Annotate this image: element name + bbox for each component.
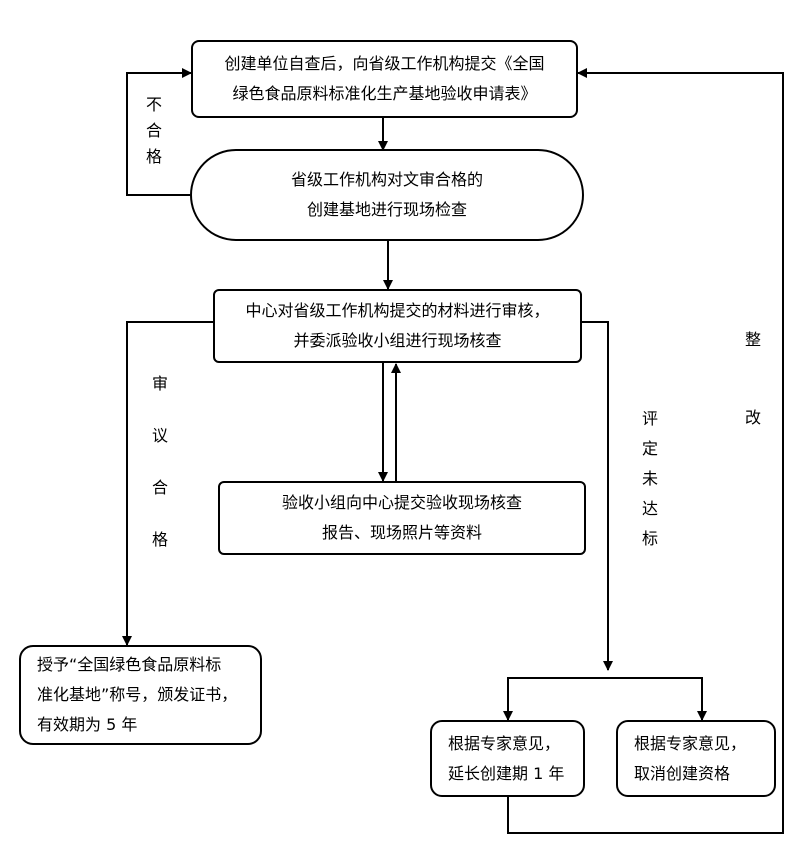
box-center-review: 中心对省级工作机构提交的材料进行审核， 并委派验收小组进行现场核查 <box>213 289 582 363</box>
arrow-review-passed <box>122 321 213 646</box>
award-line-2: 准化基地”称号，颁发证书， <box>37 685 238 704</box>
label-rectify: 整 改 <box>744 330 761 427</box>
box-cancel-qualification: 根据专家意见， 取消创建资格 <box>616 720 776 797</box>
arrow-not-up-to-standard <box>582 321 613 671</box>
box-provincial-inspection: 省级工作机构对文审合格的 创建基地进行现场检查 <box>191 150 583 240</box>
split-connector <box>507 677 707 721</box>
cancel-line-1: 根据专家意见， <box>634 733 747 753</box>
apply-line-2: 绿色食品原料标准化生产基地验收申请表》 <box>232 84 537 103</box>
review-line-1: 中心对省级工作机构提交的材料进行审核， <box>245 301 550 320</box>
apply-line-1: 创建单位自查后，向省级工作机构提交《全国 <box>224 54 545 73</box>
box-extend-period: 根据专家意见， 延长创建期 1 年 <box>430 720 585 797</box>
review-line-2: 并委派验收小组进行现场核查 <box>293 331 502 350</box>
inspection-line-1: 省级工作机构对文审合格的 <box>290 170 483 189</box>
cancel-line-2: 取消创建资格 <box>634 763 731 783</box>
label-review-passed: 审 议 合 格 <box>151 374 168 549</box>
award-line-3: 有效期为 5 年 <box>37 715 138 734</box>
label-not-qualified: 不 合 格 <box>145 95 162 166</box>
award-line-1: 授予“全国绿色食品原料标 <box>37 655 222 674</box>
box-apply: 创建单位自查后，向省级工作机构提交《全国 绿色食品原料标准化生产基地验收申请表》 <box>191 40 578 118</box>
arrow-not-qualified-loop <box>126 68 192 196</box>
extend-line-2: 延长创建期 1 年 <box>448 763 565 783</box>
arrow-rectify-loop <box>507 68 784 834</box>
extend-line-1: 根据专家意见， <box>448 733 561 753</box>
report-line-2: 报告、现场照片等资料 <box>321 523 482 542</box>
inspection-terminal-shape <box>190 149 584 241</box>
report-line-1: 验收小组向中心提交验收现场核查 <box>281 493 522 512</box>
box-award-title: 授予“全国绿色食品原料标 准化基地”称号，颁发证书， 有效期为 5 年 <box>19 645 262 745</box>
box-team-report: 验收小组向中心提交验收现场核查 报告、现场照片等资料 <box>218 481 586 555</box>
label-not-up-to-standard: 评 定 未 达 标 <box>641 409 658 548</box>
inspection-line-2: 创建基地进行现场检查 <box>306 200 467 219</box>
